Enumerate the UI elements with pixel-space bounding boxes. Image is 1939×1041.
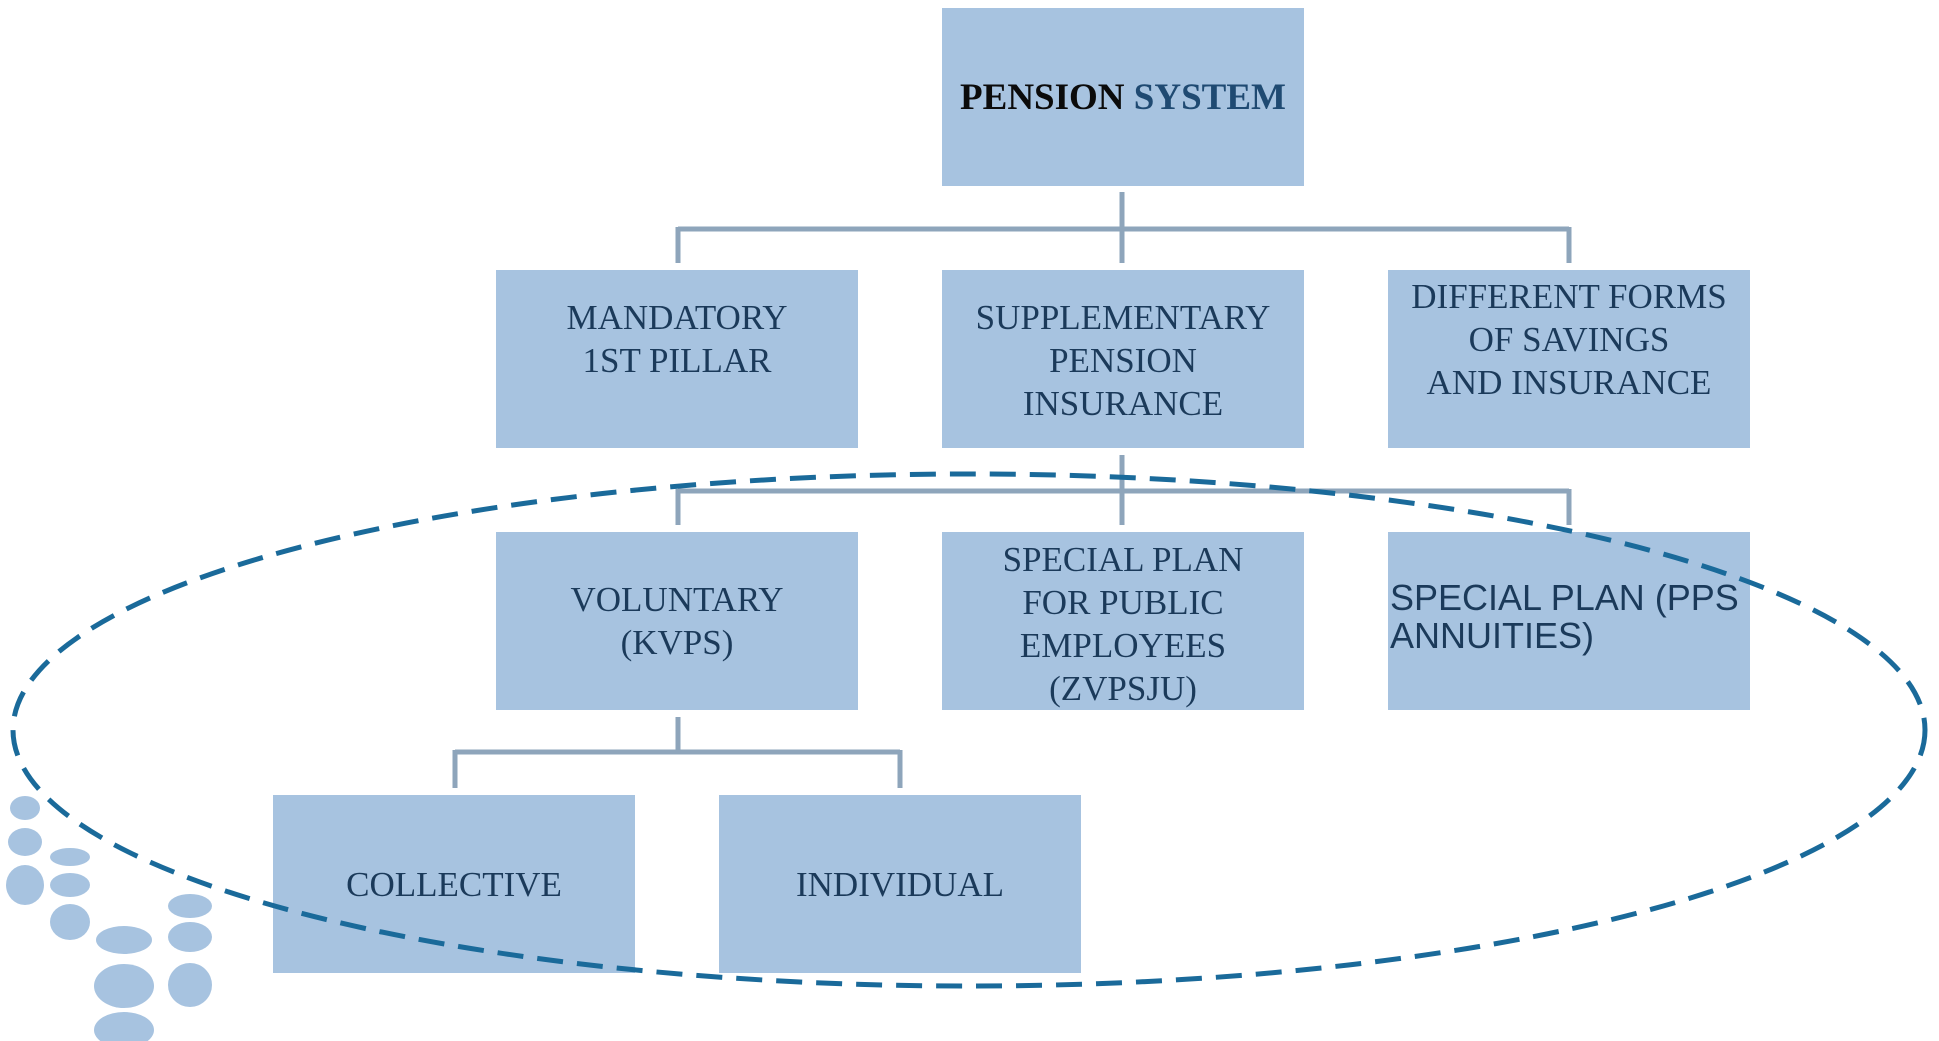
node-different-forms-label: DIFFERENT FORMS OF SAVINGS AND INSURANCE [1411,277,1727,402]
node-pension-system-label-part1: PENSION [960,76,1125,118]
node-pension-system-label-part2: SYSTEM [1133,76,1286,118]
node-special-public-label: SPECIAL PLAN FOR PUBLIC EMPLOYEES (ZVPSJ… [1002,540,1244,708]
node-mandatory-label: MANDATORY 1ST PILLAR [566,298,788,380]
node-special-pps: SPECIAL PLAN (PPS ANNUITIES) [1388,532,1750,710]
node-collective: COLLECTIVE [273,795,635,973]
node-collective-label: COLLECTIVE [346,864,562,904]
node-mandatory: MANDATORY 1ST PILLAR [496,270,858,448]
node-individual-label: INDIVIDUAL [795,864,1004,904]
node-voluntary-label: VOLUNTARY (KVPS) [570,580,784,662]
node-supplementary-label: SUPPLEMENTARY PENSION INSURANCE [975,298,1271,423]
node-special-public: SPECIAL PLAN FOR PUBLIC EMPLOYEES (ZVPSJ… [942,532,1304,710]
node-pension-system: PENSION SYSTEM [942,8,1304,186]
node-individual: INDIVIDUAL [719,795,1081,973]
node-special-pps-label: SPECIAL PLAN (PPS ANNUITIES) [1390,577,1739,656]
node-voluntary: VOLUNTARY (KVPS) [496,532,858,710]
node-supplementary: SUPPLEMENTARY PENSION INSURANCE [942,270,1304,448]
node-different-forms: DIFFERENT FORMS OF SAVINGS AND INSURANCE [1388,270,1750,448]
